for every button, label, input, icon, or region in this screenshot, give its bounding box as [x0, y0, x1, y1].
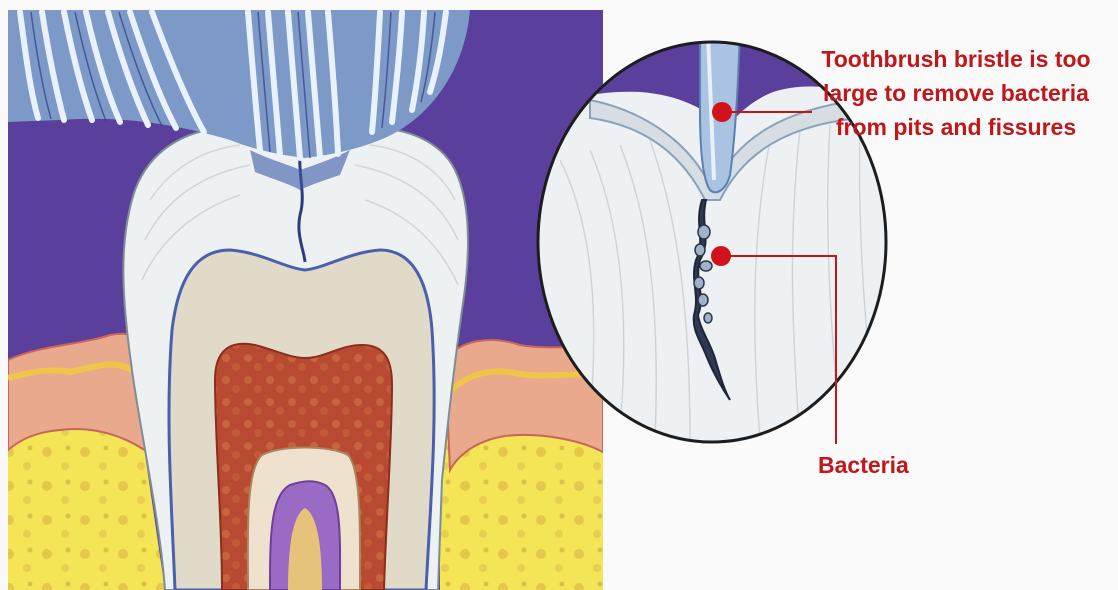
- bristle-callout-label: Toothbrush bristle is too large to remov…: [800, 42, 1112, 144]
- bacteria-callout-label: Bacteria: [818, 448, 938, 482]
- tooth-illustration: [8, 10, 603, 590]
- bristle-label-line-1: Toothbrush bristle is too: [800, 42, 1112, 76]
- bacteria-pointer-dot: [711, 246, 731, 266]
- bristle-label-line-3: from pits and fissures: [800, 110, 1112, 144]
- bristle-label-line-2: large to remove bacteria: [800, 76, 1112, 110]
- bristle-pointer-dot: [712, 102, 732, 122]
